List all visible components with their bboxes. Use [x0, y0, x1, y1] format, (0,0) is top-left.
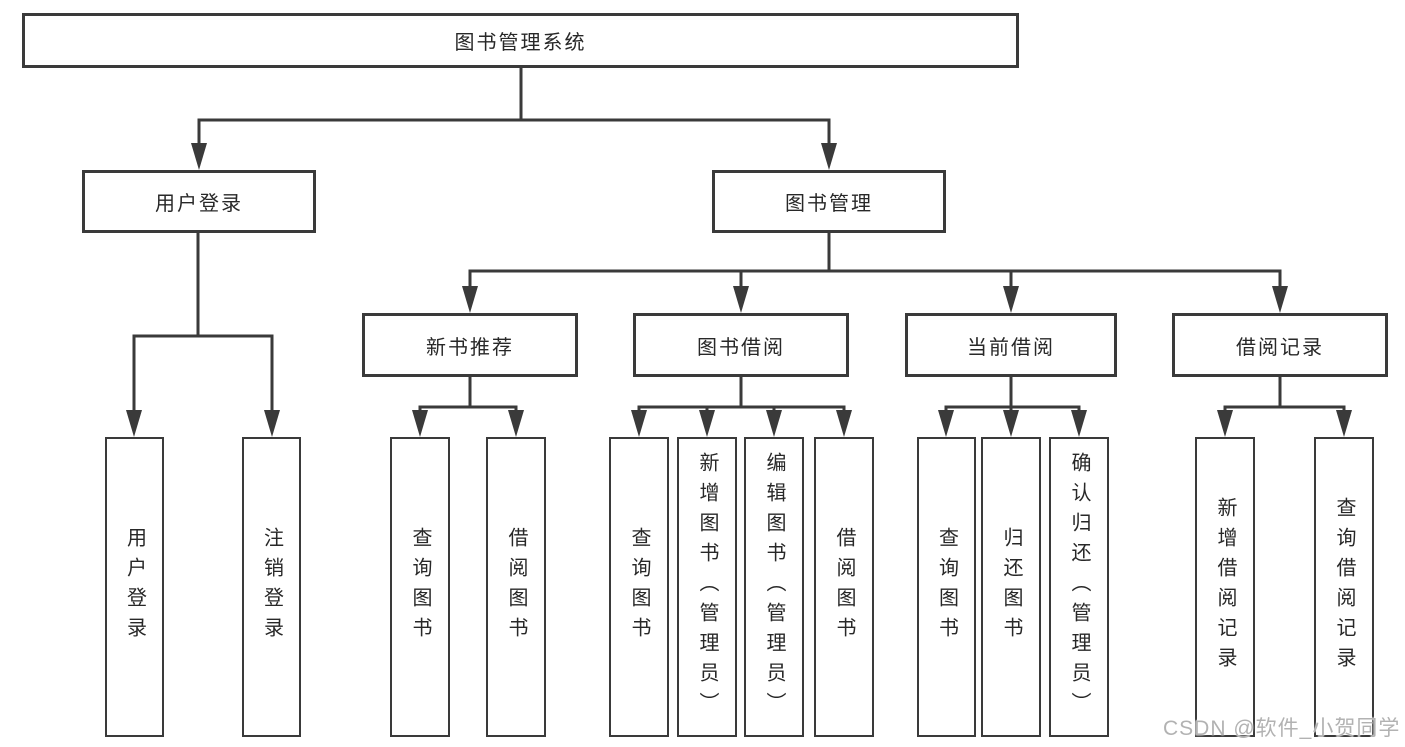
leaf-bb-query-books: 查询图书: [609, 437, 669, 737]
leaf-cb-return-books-label: 归还图书: [1000, 527, 1022, 647]
leaf-logout-label: 注销登录: [260, 527, 283, 647]
connector-borrow-records: [1223, 377, 1346, 413]
node-current-borrow-label: 当前借阅: [967, 336, 1055, 359]
leaf-cb-query-books: 查询图书: [917, 437, 976, 737]
leaf-bb-borrow-books: 借阅图书: [814, 437, 874, 737]
node-new-book-rec: 新书推荐: [362, 313, 578, 377]
leaf-nbr-borrow-books: 借阅图书: [486, 437, 546, 737]
leaf-br-add-record-label: 新增借阅记录: [1214, 497, 1236, 677]
leaf-user-login-label: 用户登录: [123, 527, 146, 647]
arrowheads: [126, 143, 1352, 437]
leaf-nbr-borrow-books-label: 借阅图书: [505, 527, 527, 647]
node-root: 图书管理系统: [22, 13, 1019, 68]
watermark: CSDN @软件_小贺同学: [1163, 717, 1401, 740]
connector-root: [197, 68, 831, 146]
connector-new-book-rec: [418, 377, 518, 413]
node-borrow-records: 借阅记录: [1172, 313, 1388, 377]
leaf-bb-edit-books-label: 编辑图书（管理员）: [763, 452, 785, 722]
leaf-bb-borrow-books-label: 借阅图书: [833, 527, 855, 647]
leaf-cb-query-books-label: 查询图书: [935, 527, 958, 647]
leaf-cb-confirm-return: 确认归还（管理员）: [1049, 437, 1109, 737]
leaf-cb-confirm-return-label: 确认归还（管理员）: [1068, 452, 1090, 722]
node-book-mgmt: 图书管理: [712, 170, 946, 233]
node-new-book-rec-label: 新书推荐: [426, 336, 514, 359]
leaf-nbr-query-books: 查询图书: [390, 437, 450, 737]
connector-user-login: [132, 233, 274, 413]
leaf-user-login: 用户登录: [105, 437, 164, 737]
leaf-br-add-record: 新增借阅记录: [1195, 437, 1255, 737]
leaf-cb-return-books: 归还图书: [981, 437, 1041, 737]
connector-current-borrow: [944, 377, 1081, 413]
leaf-bb-query-books-label: 查询图书: [628, 527, 650, 647]
leaf-nbr-query-books-label: 查询图书: [409, 527, 431, 647]
leaf-bb-add-books-label: 新增图书（管理员）: [696, 452, 718, 722]
leaf-bb-edit-books: 编辑图书（管理员）: [744, 437, 804, 737]
leaf-br-query-record: 查询借阅记录: [1314, 437, 1374, 737]
node-current-borrow: 当前借阅: [905, 313, 1117, 377]
node-user-login-label: 用户登录: [155, 193, 243, 215]
node-root-label: 图书管理系统: [454, 32, 587, 54]
node-book-mgmt-label: 图书管理: [785, 193, 873, 215]
leaf-bb-add-books: 新增图书（管理员）: [677, 437, 737, 737]
node-user-login: 用户登录: [82, 170, 316, 233]
connector-book-mgmt: [468, 233, 1282, 290]
node-book-borrow: 图书借阅: [633, 313, 849, 377]
leaf-br-query-record-label: 查询借阅记录: [1333, 497, 1355, 677]
leaf-logout: 注销登录: [242, 437, 301, 737]
node-borrow-records-label: 借阅记录: [1236, 336, 1324, 359]
connector-book-borrow: [637, 377, 846, 413]
node-book-borrow-label: 图书借阅: [697, 336, 785, 359]
